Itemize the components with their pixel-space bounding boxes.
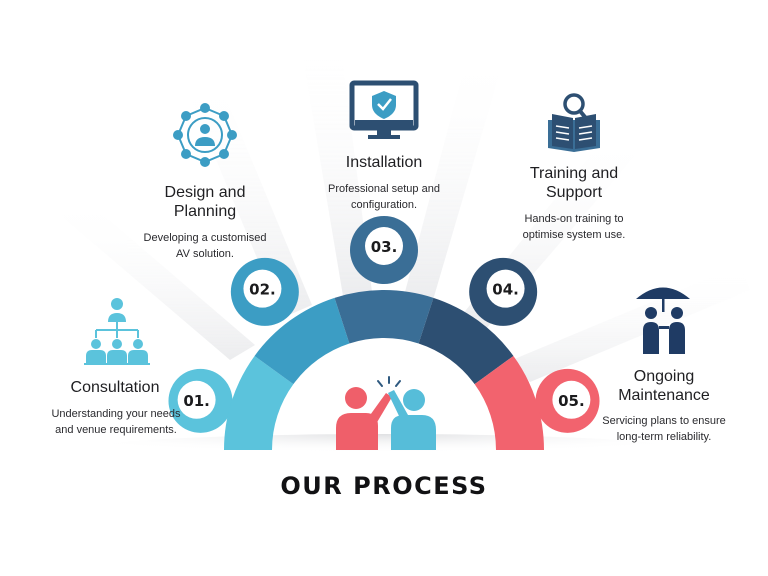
step-1-number: 01. [183,392,210,410]
ray-1 [60,195,255,360]
ray-3 [300,40,372,296]
step-3-title: Installation [345,154,423,171]
step-3-desc-line-1: Professional setup and [328,183,440,195]
step-1-desc-line-1: Understanding your needs [51,408,181,420]
background-rays [60,40,750,382]
step-5-desc-line-2: long-term reliability. [616,431,712,443]
step-5-desc-line-1: Servicing plans to ensure [602,415,726,427]
step-2-title-line-1: Design and [164,184,246,201]
ray-2 [185,72,312,318]
step-1-desc-line-2: and venue requirements. [55,424,177,436]
step-5-desc: Servicing plans to ensure long-term reli… [584,413,744,445]
step-4-segment [418,297,514,385]
step-5-number: 05. [558,392,585,410]
step-1-badge [177,380,216,419]
step-4-title-line-2: Support [545,184,603,201]
step-2-title-line-2: Planning [173,203,237,220]
ray-4 [405,45,505,300]
step-4-number: 04. [492,281,519,299]
step-3-number: 03. [371,238,398,256]
step-4-badge [486,269,525,308]
step-5-badge [552,380,591,419]
step-5-segment [474,355,544,450]
step-5-title: Ongoing Maintenance [589,367,739,405]
step-3-desc-line-2: configuration. [350,199,418,211]
step-4-desc-line-2: optimise system use. [522,229,626,241]
network-user-icon [173,103,237,167]
step-2-badge [243,269,282,308]
spark-lines [377,376,401,387]
step-2-desc-line-1: Developing a customised [143,232,267,244]
step-4-desc: Hands-on training to optimise system use… [499,211,649,243]
step-3-segment [334,290,434,344]
monitor-shield-icon [349,80,419,139]
step-1-segment [224,355,294,450]
process-arc: 01. 02. 03. 04. 05. [168,216,600,450]
step-2-desc-line-2: AV solution. [176,248,234,260]
step-4-title-line-1: Training and [529,165,619,182]
high-five-icon [336,376,436,450]
step-5-title-line-2: Maintenance [618,387,710,404]
book-search-icon [548,93,600,152]
step-3-desc: Professional setup and configuration. [309,181,459,213]
step-1-title: Consultation [70,379,160,396]
step-5-title-line-1: Ongoing [633,368,695,385]
step-4-title: Training and Support [499,164,649,202]
step-2-title: Design and Planning [130,183,280,221]
person-right [388,389,436,450]
step-2-segment [254,297,350,385]
step-2-number: 02. [249,281,276,299]
step-4-desc-line-1: Hands-on training to [524,213,624,225]
page-title: OUR PROCESS [280,472,488,500]
step-3-badge [365,227,403,265]
org-chart-icon [84,298,150,365]
ray-6 [512,265,750,382]
person-left [336,387,392,450]
umbrella-people-icon [636,287,690,354]
step-1-desc: Understanding your needs and venue requi… [30,406,202,438]
step-2-desc: Developing a customised AV solution. [130,230,280,262]
